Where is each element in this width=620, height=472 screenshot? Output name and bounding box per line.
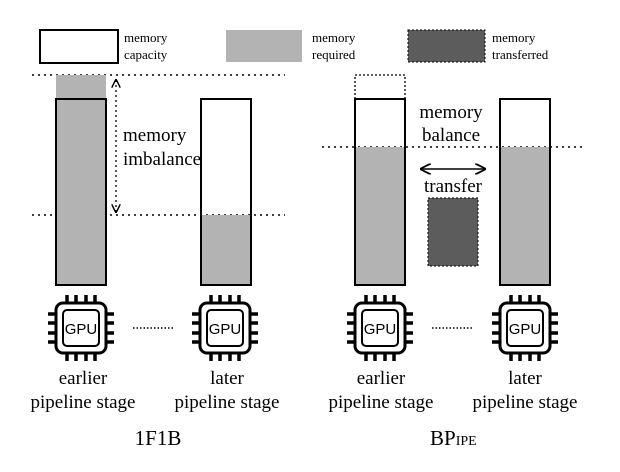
right-later-capacity [499, 98, 551, 286]
right-caption: BPIPE [430, 426, 477, 450]
right-caption-sub: IPE [456, 434, 477, 449]
gpu-icon: GPU [345, 293, 415, 363]
left-later-required [201, 215, 251, 285]
gpu-label: GPU [65, 321, 98, 338]
left-later-stage-line2: pipeline stage [175, 392, 280, 413]
left-earlier-required [56, 99, 106, 285]
legend-required-swatch [226, 30, 302, 62]
right-earlier-capacity [354, 98, 406, 286]
right-later-required [500, 147, 550, 285]
right-panel: memory balance transfer GPU GPU earlier … [322, 74, 585, 450]
gpu-icon: GPU [46, 293, 116, 363]
legend-required-label-line2: required [312, 47, 356, 62]
balance-label-line2: balance [422, 125, 480, 146]
transfer-label: transfer [424, 176, 483, 197]
right-earlier-stage-line1: earlier [357, 368, 406, 389]
balance-label-line1: memory [419, 102, 483, 123]
legend-transferred-swatch [407, 29, 486, 63]
legend: memory capacity memory required memory t… [39, 29, 549, 64]
gpu-label: GPU [509, 321, 542, 338]
left-caption: 1F1B [135, 426, 182, 450]
right-earlier-stage-line2: pipeline stage [329, 392, 434, 413]
right-later-stage-line2: pipeline stage [473, 392, 578, 413]
legend-transferred-label-line2: transferred [492, 47, 549, 62]
imbalance-label-line2: imbalance [123, 149, 201, 170]
legend-required-label-line1: memory [312, 30, 356, 45]
left-earlier-overflow [56, 75, 106, 99]
transferred-memory-block [427, 197, 479, 267]
legend-capacity-label-line2: capacity [124, 47, 168, 62]
left-later-stage-line1: later [210, 368, 244, 389]
left-earlier-stage-line2: pipeline stage [31, 392, 136, 413]
right-earlier-required [355, 147, 405, 285]
left-earlier-stage-line1: earlier [59, 368, 108, 389]
right-caption-main: BP [430, 426, 456, 450]
legend-capacity-label-line1: memory [124, 30, 168, 45]
left-earlier-capacity [55, 98, 107, 286]
imbalance-label-line1: memory [123, 125, 187, 146]
gpu-icon: GPU [190, 293, 260, 363]
gpu-label: GPU [209, 321, 242, 338]
legend-transferred-label-line1: memory [492, 30, 536, 45]
left-panel: memory imbalance GPU GPU earlier pipelin… [31, 74, 285, 450]
right-later-stage-line1: later [508, 368, 542, 389]
left-later-capacity [200, 98, 252, 286]
legend-capacity-swatch [39, 29, 119, 64]
gpu-icon: GPU [490, 293, 560, 363]
right-earlier-transferred-outline [354, 74, 406, 100]
gpu-label: GPU [364, 321, 397, 338]
